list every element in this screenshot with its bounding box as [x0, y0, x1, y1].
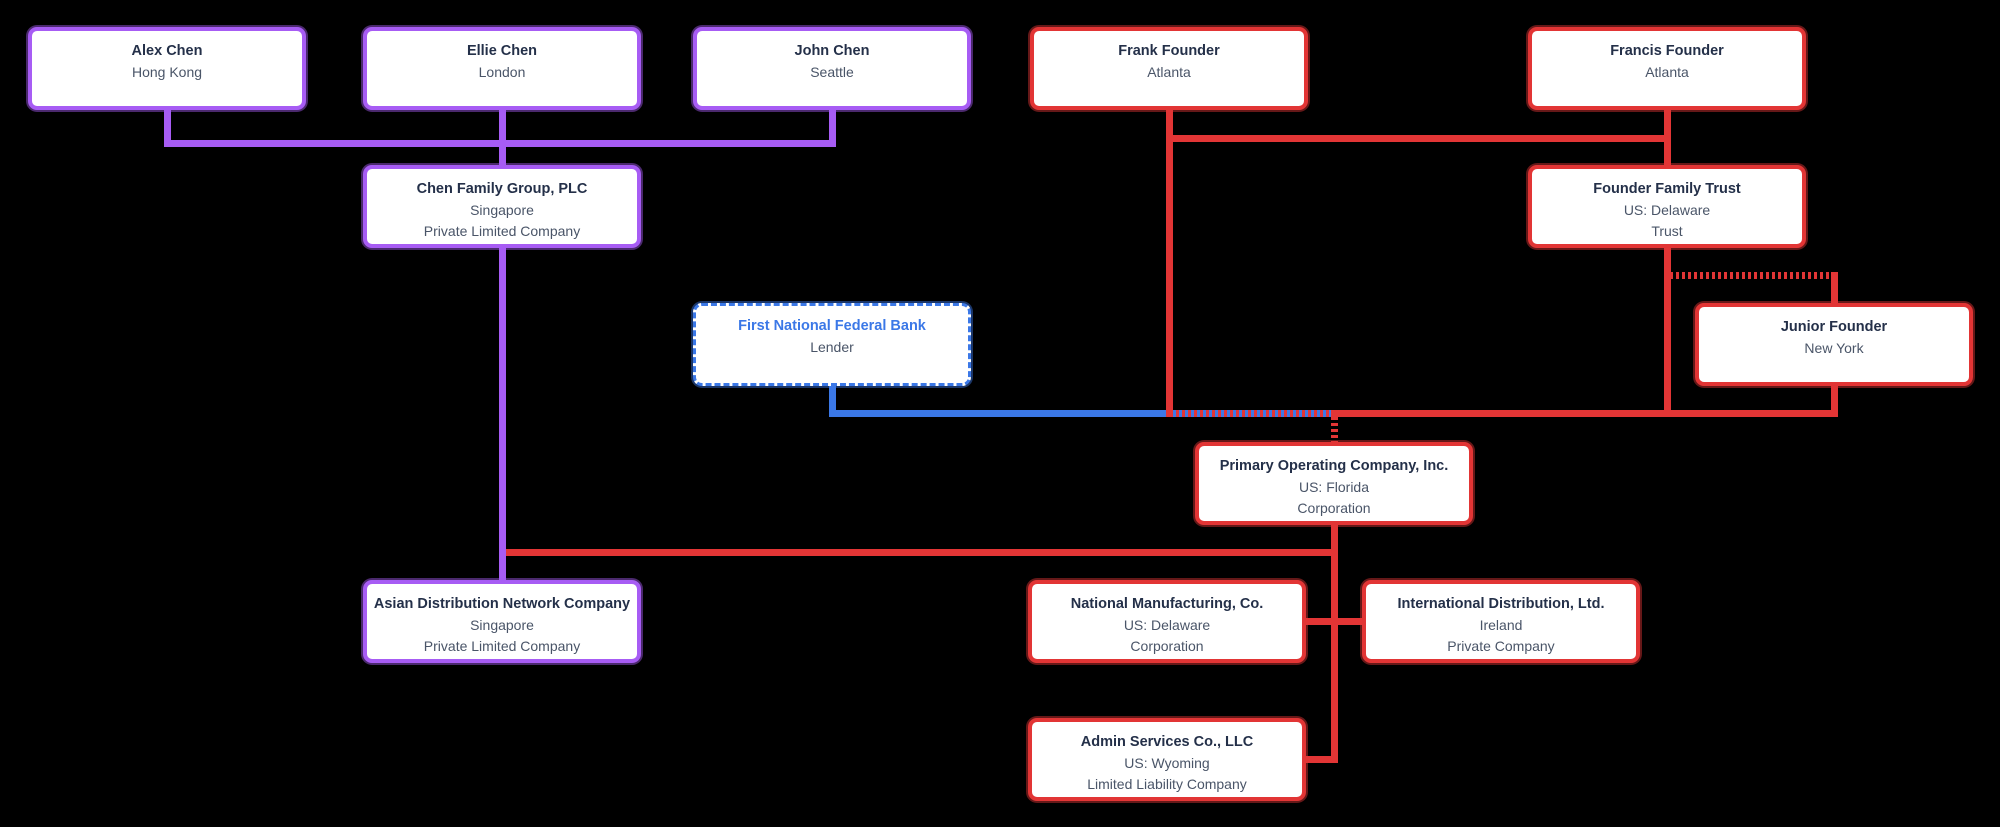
node-subtitle: Private Limited Company — [423, 223, 581, 239]
edge-trust-drop — [1663, 248, 1671, 417]
edge-frank-drop — [1165, 110, 1173, 417]
node-title: First National Federal Bank — [738, 318, 926, 334]
node-subtitle: Limited Liability Company — [1087, 776, 1247, 792]
edge-group-to-asian — [498, 248, 506, 580]
edge-junior-top-stub — [1830, 271, 1838, 303]
node-subtitle: Seattle — [810, 64, 854, 80]
node-subtitle: Trust — [1651, 223, 1683, 239]
node-title: Francis Founder — [1610, 43, 1724, 59]
node-subtitle: London — [478, 64, 526, 80]
node-subtitle: US: Delaware — [1623, 202, 1711, 218]
node-title: Frank Founder — [1118, 43, 1220, 59]
node-title: John Chen — [794, 43, 870, 59]
node-subtitle: Corporation — [1297, 500, 1371, 516]
edge-junior-drop — [1830, 386, 1838, 417]
node-title: Founder Family Trust — [1593, 181, 1741, 197]
edge-francis-to-trust — [1663, 110, 1671, 165]
edge-trust-to-junior-dashed — [1670, 271, 1831, 279]
node-subtitle: Private Limited Company — [423, 638, 581, 654]
node-title: International Distribution, Ltd. — [1397, 596, 1605, 612]
node-subtitle: Lender — [810, 339, 854, 355]
node-subtitle: Hong Kong — [131, 64, 203, 80]
edge-bank-drop — [828, 386, 836, 417]
node-title: National Manufacturing, Co. — [1070, 596, 1264, 612]
edge-natmfg-intdist-stub — [1306, 617, 1362, 625]
node-subtitle: New York — [1804, 340, 1864, 356]
edge-ellie-to-group — [498, 110, 506, 165]
node-title: Admin Services Co., LLC — [1080, 734, 1254, 750]
node-subtitle: Singapore — [470, 202, 534, 218]
node-title: Chen Family Group, PLC — [416, 181, 588, 197]
edge-main-horizontal — [1330, 409, 1838, 417]
node-subtitle: Atlanta — [1147, 64, 1191, 80]
node-title: Alex Chen — [131, 43, 203, 59]
edge-alex-drop — [163, 110, 171, 147]
edge-admin-stub — [1306, 755, 1338, 763]
node-subtitle: US: Delaware — [1123, 617, 1211, 633]
edge-primary-to-asian — [502, 548, 1338, 556]
node-subtitle: Corporation — [1130, 638, 1204, 654]
node-title: Junior Founder — [1780, 319, 1888, 335]
node-subtitle: Ireland — [1479, 617, 1523, 633]
node-title: Primary Operating Company, Inc. — [1219, 458, 1449, 474]
node-subtitle: US: Florida — [1298, 479, 1370, 495]
edge-bank-to-primary — [828, 409, 1338, 417]
node-subtitle: US: Wyoming — [1124, 755, 1210, 771]
edge-frank-francis-tie — [1165, 134, 1671, 142]
node-title: Ellie Chen — [466, 43, 538, 59]
edge-loan-overlay-dashed — [1170, 409, 1334, 417]
node-subtitle: Private Company — [1447, 638, 1555, 654]
edge-john-drop — [828, 110, 836, 147]
node-subtitle: Atlanta — [1645, 64, 1689, 80]
node-title: Asian Distribution Network Company — [373, 596, 631, 612]
node-subtitle: Singapore — [470, 617, 534, 633]
edge-into-primary-dashed — [1330, 416, 1338, 442]
edge-primary-drop — [1330, 525, 1338, 763]
node-primary-operating-company[interactable]: Primary Operating Company, Inc. US: Flori… — [1195, 442, 1473, 525]
